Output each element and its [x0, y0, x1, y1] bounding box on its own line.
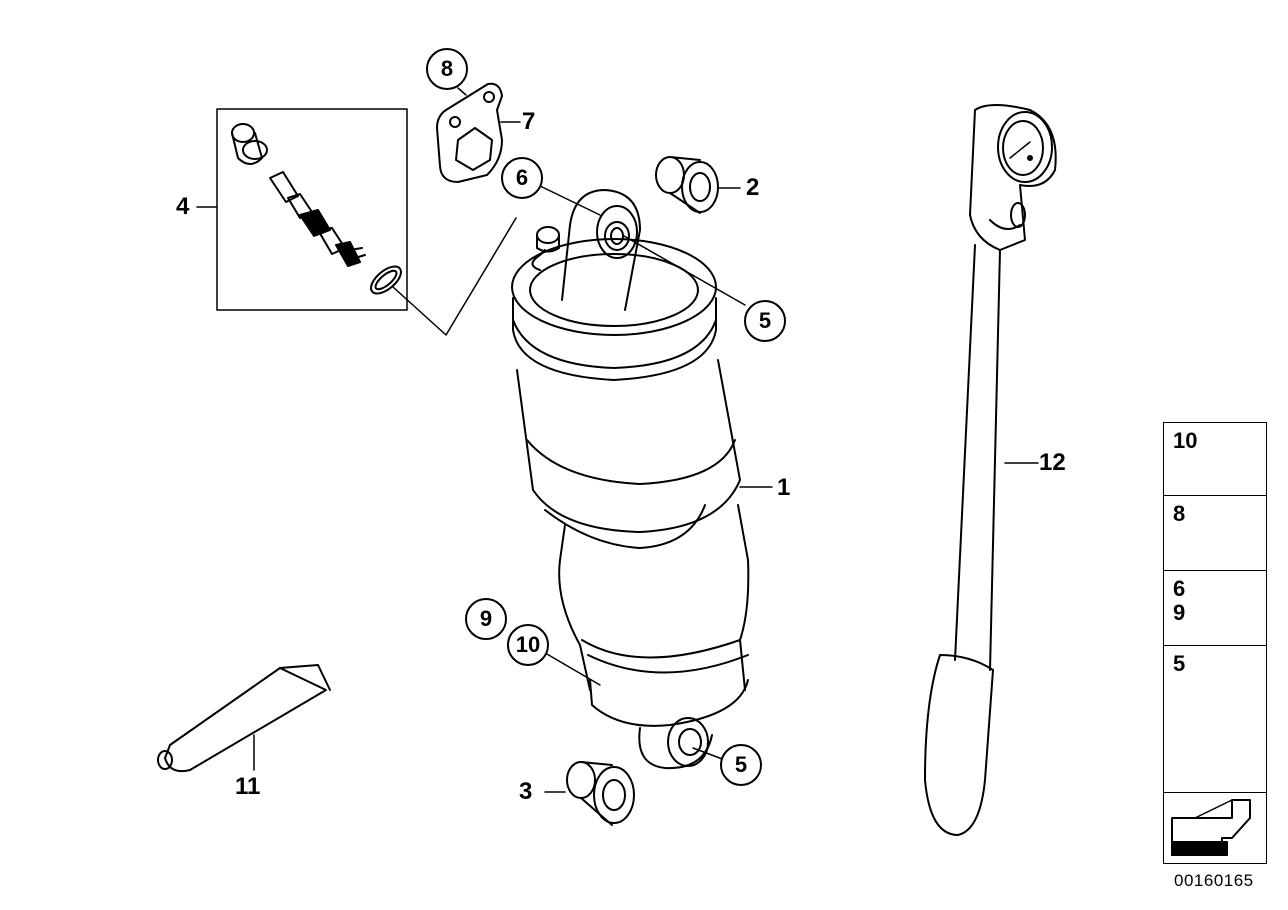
valve-kit-box: [196, 108, 517, 336]
legend-row-nut: 6 9: [1163, 570, 1267, 646]
bracket-part: [436, 82, 521, 183]
callout-1: 1: [777, 474, 791, 501]
legend-number-8: 8: [1173, 501, 1186, 526]
legend-row-bolt-5: 5: [1163, 645, 1267, 793]
diagram-reference-number: 00160165: [1174, 871, 1254, 890]
callout-5-upper-circle: 5: [744, 300, 786, 342]
callout-12: 12: [1039, 449, 1066, 476]
callout-3: 3: [519, 778, 533, 805]
callout-4: 4: [176, 193, 190, 220]
callout-5-lower-circle: 5: [720, 744, 762, 786]
legend-number-10: 10: [1173, 428, 1198, 453]
air-spring-strut: [511, 184, 773, 770]
callout-9-circle: 9: [465, 598, 507, 640]
legend-row-bolt-8: 8: [1163, 495, 1267, 571]
callout-10-circle: 10: [507, 624, 549, 666]
callout-11: 11: [235, 773, 261, 800]
legend-number-5: 5: [1173, 651, 1186, 676]
bushing-upper: [655, 156, 741, 214]
legend-number-6-9: 6 9: [1173, 576, 1186, 625]
legend-row-arrow: [1163, 792, 1267, 864]
grease-tube: [157, 664, 331, 773]
callout-7: 7: [522, 108, 536, 135]
callout-2: 2: [746, 174, 760, 201]
bushing-lower: [544, 761, 635, 826]
air-pump: [924, 104, 1057, 836]
legend-row-washer: 10: [1163, 422, 1267, 496]
callout-6-circle: 6: [501, 157, 543, 199]
callout-8-circle: 8: [426, 48, 468, 90]
